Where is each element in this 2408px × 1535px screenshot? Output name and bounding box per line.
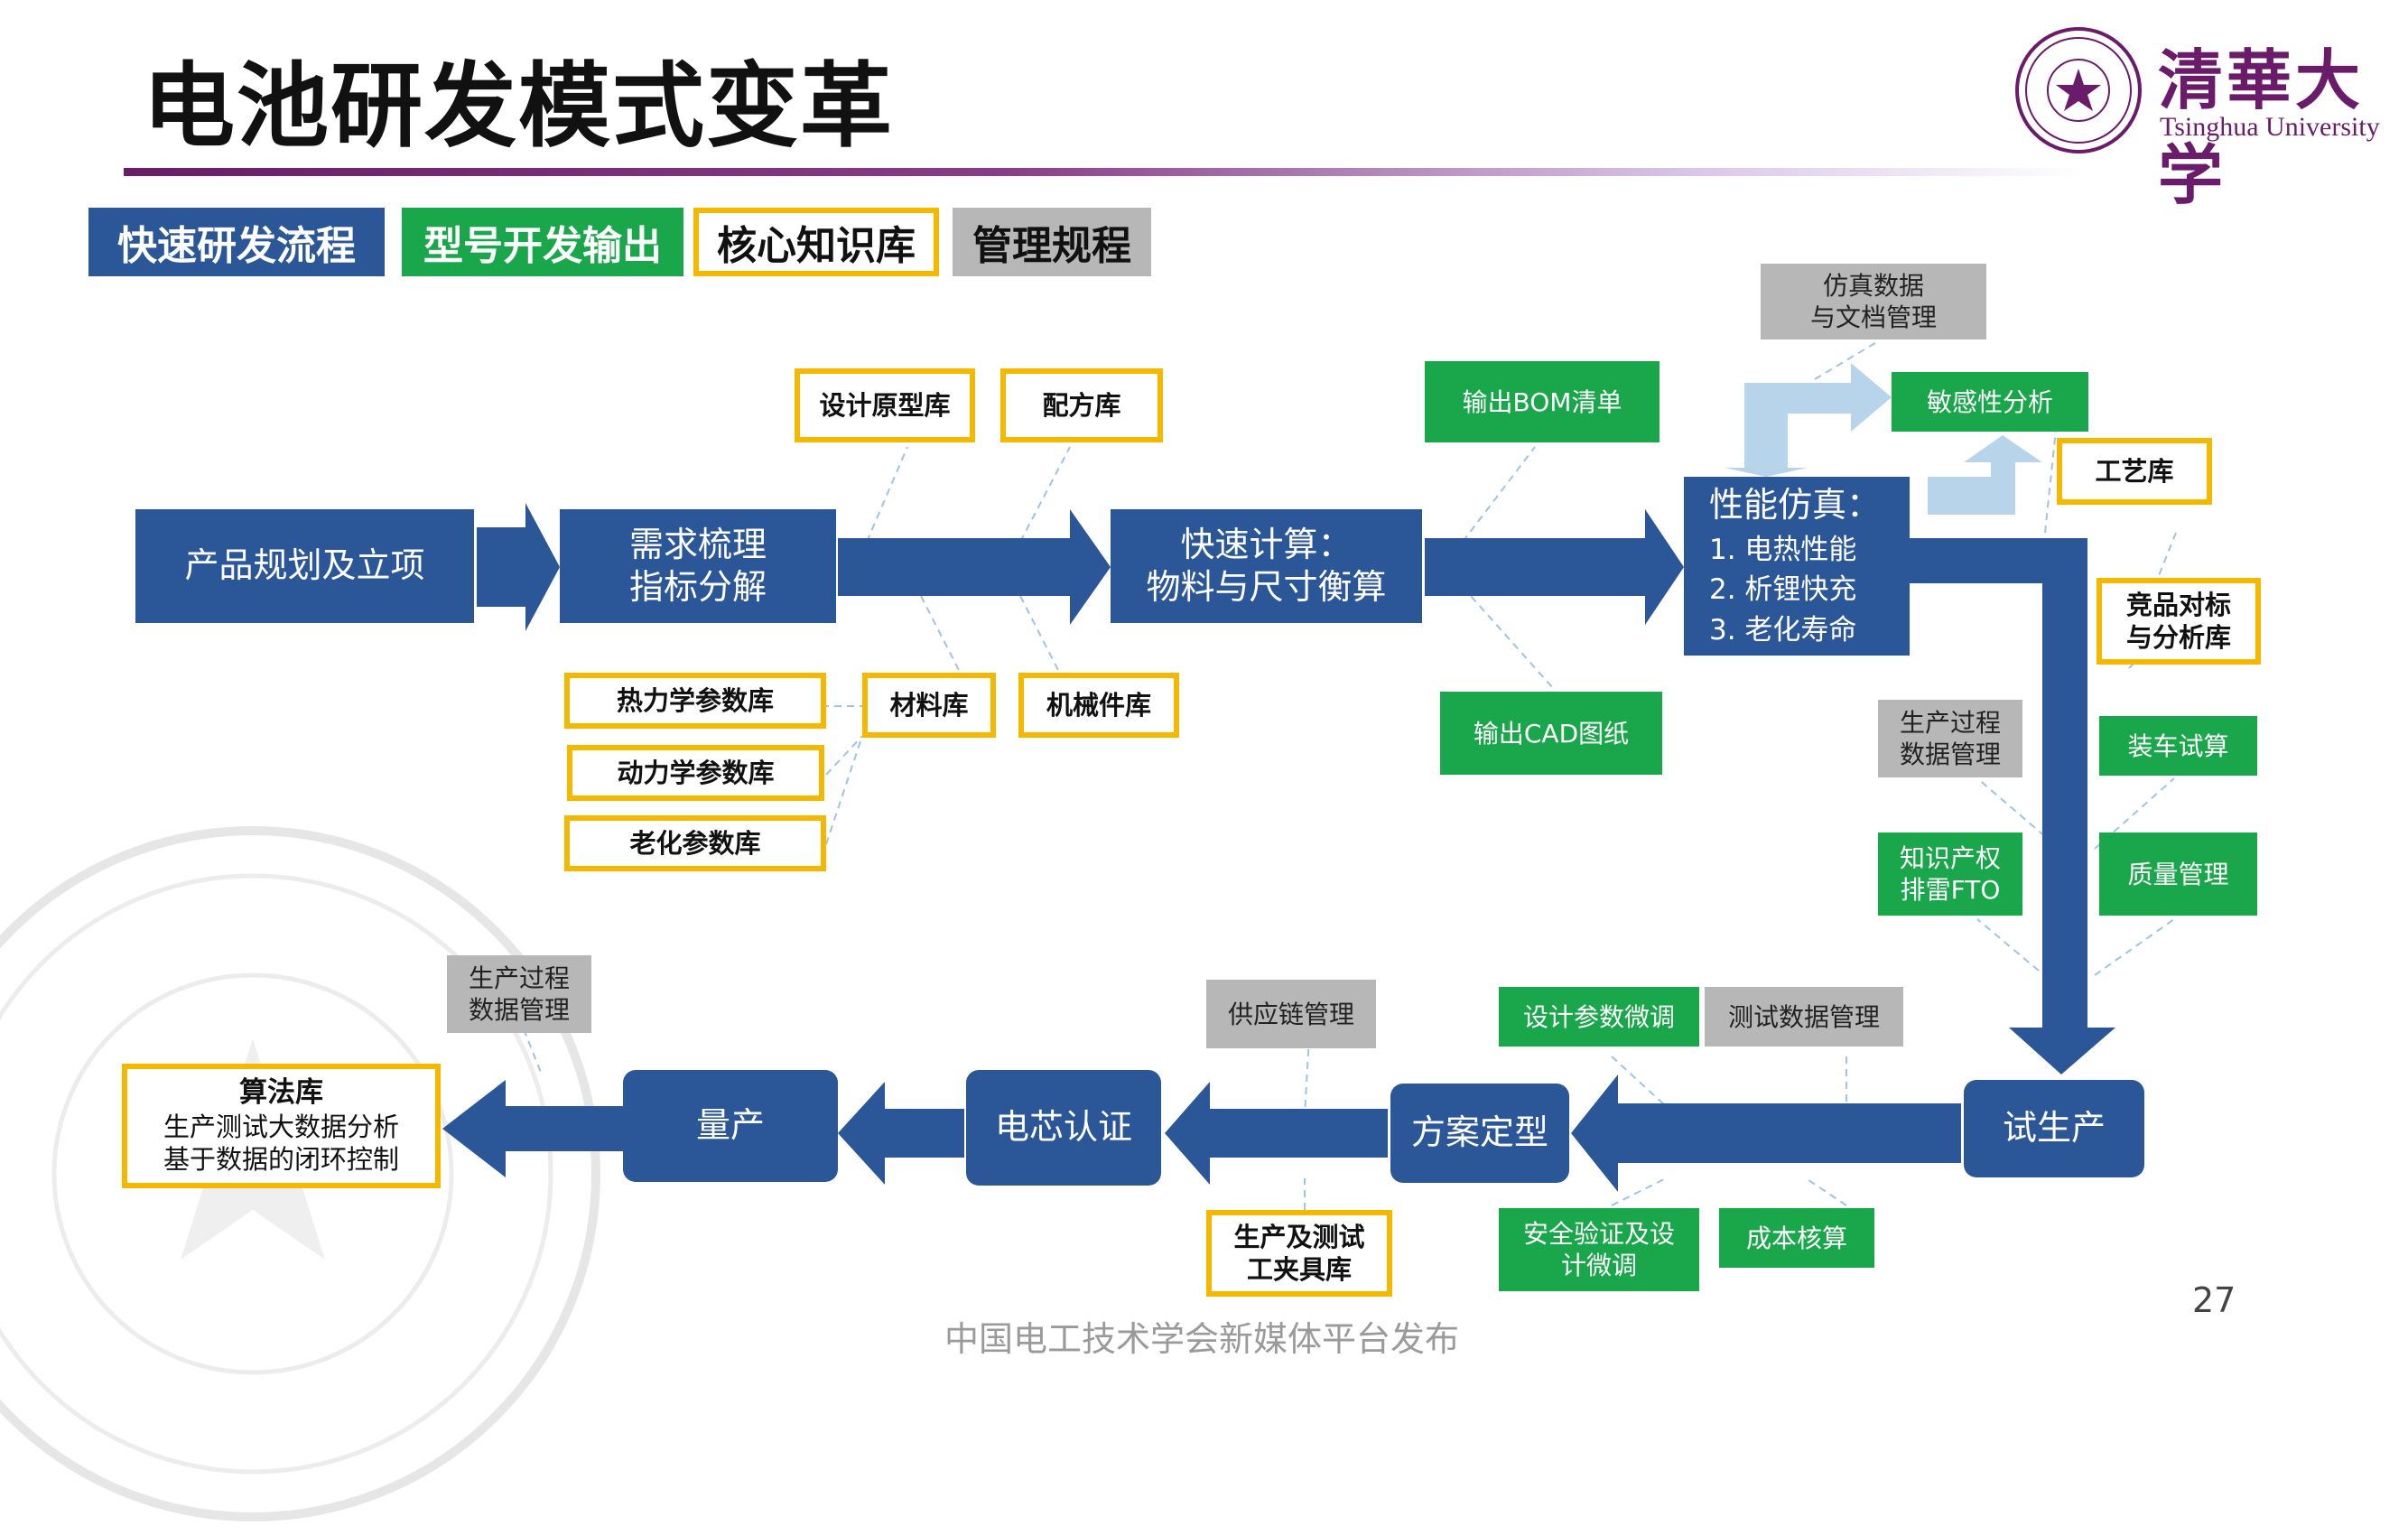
sim-item-aging: 3. 老化寿命	[1709, 614, 1857, 647]
mgmt-simulation-data: 仿真数据 与文档管理	[1761, 264, 1986, 340]
mgmt-supply-chain: 供应链管理	[1206, 980, 1376, 1048]
output-safety-verification: 安全验证及设 计微调	[1499, 1208, 1699, 1291]
sim-title: 性能仿真：	[1709, 485, 1882, 526]
flow-connectors	[442, 340, 2177, 1210]
output-ip-fto: 知识产权 排雷FTO	[1878, 833, 2022, 916]
sim-item-lithium-plating: 2. 析锂快充	[1709, 573, 1857, 607]
legend-fast-rd: 快速研发流程	[88, 208, 385, 276]
page-number: 27	[2192, 1280, 2236, 1320]
output-bom-list: 输出BOM清单	[1425, 361, 1660, 442]
output-quality-management: 质量管理	[2099, 833, 2257, 916]
lib-formula: 配方库	[1000, 368, 1163, 442]
lib-design-prototype: 设计原型库	[795, 368, 975, 442]
footer-publisher: 中国电工技术学会新媒体平台发布	[944, 1319, 1460, 1359]
lib-production-test-fixtures: 生产及测试 工夹具库	[1206, 1210, 1392, 1297]
algo-line-2: 基于数据的闭环控制	[163, 1144, 399, 1176]
lib-algorithms: 算法库 生产测试大数据分析 基于数据的闭环控制	[122, 1064, 441, 1188]
algo-title: 算法库	[239, 1076, 323, 1110]
node-quick-calculation: 快速计算： 物料与尺寸衡算	[1111, 509, 1422, 623]
lib-process: 工艺库	[2057, 438, 2212, 505]
legend-model-output: 型号开发输出	[402, 208, 683, 276]
node-product-planning: 产品规划及立项	[135, 509, 474, 623]
node-mass-production: 量产	[623, 1070, 838, 1182]
node-requirement-breakdown: 需求梳理 指标分解	[560, 509, 836, 623]
page-title: 电池研发模式变革	[143, 53, 894, 161]
sim-item-thermal: 1. 电热性能	[1709, 533, 1857, 566]
node-cell-certification: 电芯认证	[966, 1070, 1161, 1186]
output-design-param-tuning: 设计参数微调	[1499, 987, 1699, 1047]
lib-thermodynamic-params: 热力学参数库	[564, 673, 826, 729]
node-trial-production: 试生产	[1964, 1080, 2144, 1177]
algo-line-1: 生产测试大数据分析	[163, 1112, 399, 1143]
output-vehicle-trial-calc: 装车试算	[2099, 716, 2257, 776]
output-sensitivity-analysis: 敏感性分析	[1892, 372, 2088, 432]
node-design-finalization: 方案定型	[1390, 1084, 1569, 1183]
logo-english-name: Tsinghua University	[2160, 112, 2380, 142]
node-performance-simulation: 性能仿真： 1. 电热性能 2. 析锂快充 3. 老化寿命	[1684, 477, 1910, 656]
output-cad-drawing: 输出CAD图纸	[1440, 692, 1662, 775]
mgmt-test-data: 测试数据管理	[1705, 987, 1903, 1047]
lib-competitor-benchmark: 竞品对标 与分析库	[2097, 578, 2261, 665]
legend-management: 管理规程	[953, 208, 1151, 276]
lib-aging-params: 老化参数库	[564, 815, 826, 871]
legend-knowledge-base: 核心知识库	[693, 208, 939, 276]
output-cost-accounting: 成本核算	[1719, 1208, 1874, 1268]
tsinghua-seal-icon	[2015, 27, 2142, 154]
mgmt-production-process-data-2: 生产过程 数据管理	[447, 955, 591, 1033]
lib-kinetic-params: 动力学参数库	[567, 745, 824, 801]
lib-mechanical-parts: 机械件库	[1018, 673, 1179, 738]
logo-chinese-name: 清華大学	[2158, 42, 2365, 213]
lib-materials: 材料库	[862, 673, 996, 738]
title-underline	[124, 168, 2085, 176]
slide: 电池研发模式变革 清華大学 Tsinghua University 快速研发流程…	[0, 27, 2380, 1521]
mgmt-production-process-data: 生产过程 数据管理	[1878, 700, 2022, 777]
